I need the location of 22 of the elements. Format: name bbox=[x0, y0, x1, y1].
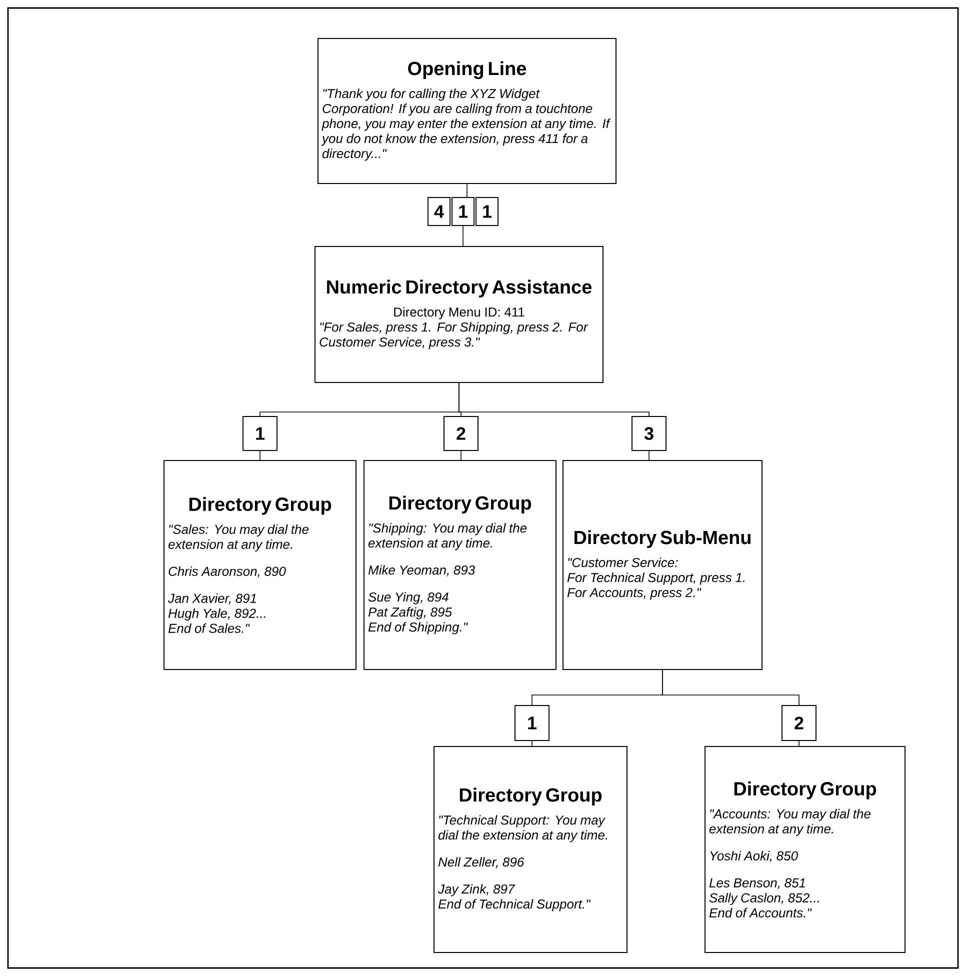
key-box: 4 bbox=[428, 197, 450, 226]
menu-box: Directory Sub-Menu "Customer Service: For Technical Support, press 1. For Accounts, press 2." bbox=[562, 460, 762, 670]
key-box: 1 bbox=[514, 705, 550, 741]
connector bbox=[460, 450, 462, 460]
menu-box: Directory Group "Shipping: You may dial the extension at any time. Mike Yeoman, 893 Sue Ying, 894 Pat Zaftig, 895 End of Shipping." bbox=[364, 460, 556, 670]
key-box: 3 bbox=[632, 416, 666, 451]
connector bbox=[648, 450, 650, 460]
menu-box: Numeric Directory Assistance Directory Menu ID: 411 "For Sales, press 1. For Shipping, press 2. For Customer Service, press 3." bbox=[314, 246, 604, 383]
key-box: 1 bbox=[452, 197, 474, 226]
connector bbox=[798, 740, 800, 746]
key-box: 2 bbox=[782, 705, 816, 741]
key-box: 1 bbox=[242, 416, 278, 451]
menu-box: Directory Group "Technical Support: You may dial the extension at any time. Nell Zeller, 896 Jay Zink, 897 End of Technical Support." bbox=[434, 746, 628, 953]
key-box: 1 bbox=[476, 197, 498, 226]
connector bbox=[662, 670, 800, 706]
connector bbox=[466, 184, 468, 198]
menu-box: Directory Group "Sales: You may dial the extension at any time. Chris Aaronson, 890 Jan Xavier, 891 Hugh Yale, 892... End of Sales." bbox=[164, 460, 356, 670]
connector bbox=[458, 382, 650, 416]
connector bbox=[462, 226, 464, 246]
menu-box: Opening Line "Thank you for calling the XYZ Widget Corporation! If you are calling from a touchtone phone, you may enter the extension at any time. If you do not know the extension, press 411 for a directory..." bbox=[318, 38, 616, 184]
menu-box: Directory Group "Accounts: You may dial the extension at any time. Yoshi Aoki, 850 Les Benson, 851 Sally Caslon, 852... End of Accounts." bbox=[704, 746, 906, 953]
key-box: 2 bbox=[444, 416, 478, 451]
